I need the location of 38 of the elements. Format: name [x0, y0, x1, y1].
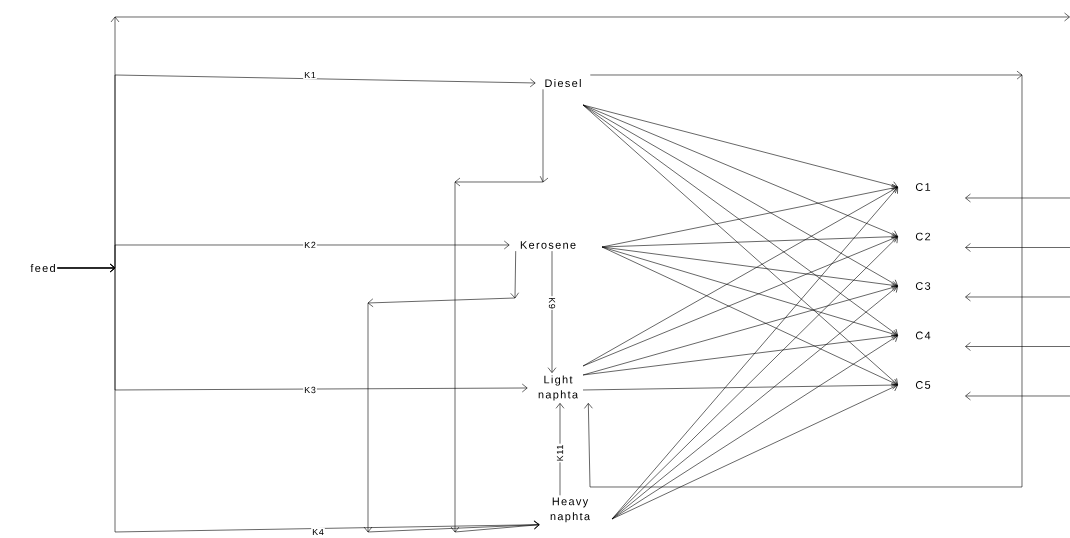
arrow — [965, 342, 1070, 351]
arrow — [965, 292, 1070, 302]
stream-label: Light naphta — [538, 375, 579, 401]
arrow — [582, 380, 898, 391]
edge-label: K1 — [303, 70, 317, 80]
arrow — [601, 246, 898, 387]
arrow — [555, 403, 565, 496]
component-label: C1 — [915, 183, 931, 191]
component-label: C5 — [915, 381, 931, 389]
arrow — [450, 89, 549, 533]
edge-label: K3 — [303, 385, 317, 395]
arrow — [582, 104, 898, 385]
arrow — [547, 250, 557, 373]
arrow — [57, 12, 1070, 273]
stream-label: Kerosene — [520, 241, 576, 249]
arrow — [611, 286, 898, 520]
edge-label: K11 — [555, 443, 565, 463]
arrow — [601, 232, 898, 248]
edge-label: K4 — [311, 527, 325, 537]
arrow — [582, 234, 898, 367]
arrow — [611, 383, 898, 520]
stream-label: Diesel — [545, 78, 581, 87]
arrow — [582, 331, 898, 376]
arrow — [363, 250, 540, 533]
stream-label: Heavy naphta — [550, 497, 591, 523]
arrow — [582, 185, 898, 367]
edge-label: K2 — [303, 240, 317, 250]
arrow — [965, 193, 1070, 203]
edge-label: K9 — [547, 296, 557, 310]
component-label: C3 — [915, 282, 931, 290]
component-label: C4 — [915, 331, 931, 340]
arrow — [582, 104, 898, 239]
arrow — [584, 70, 1023, 488]
component-label: C2 — [915, 232, 931, 241]
arrow — [965, 391, 1070, 401]
arrow — [965, 243, 1070, 252]
arrow — [611, 334, 898, 520]
stream-label: feed — [30, 263, 55, 272]
